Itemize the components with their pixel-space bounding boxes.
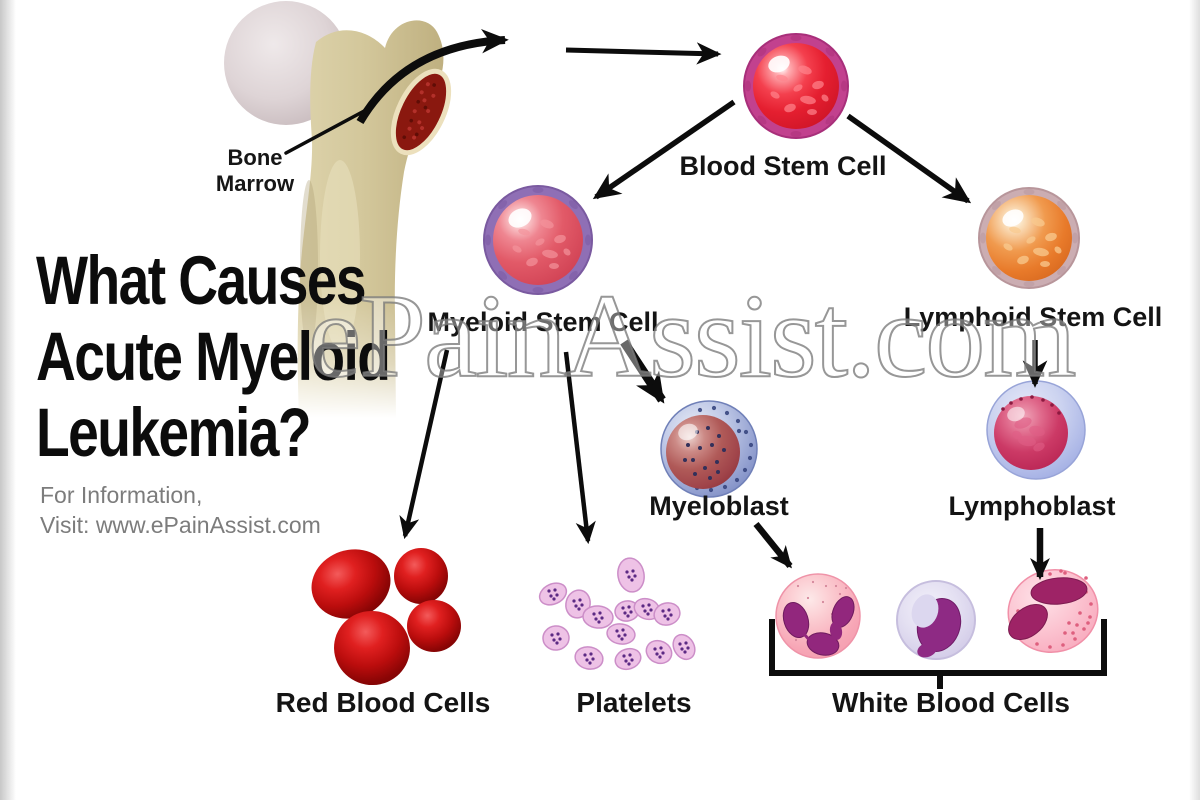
arrow-myeloblast-to-wbc <box>753 521 793 569</box>
bone-shadow <box>300 180 318 350</box>
arrow-myeloid-to-myeloblast <box>620 339 666 404</box>
bone-marrow-window <box>390 68 452 156</box>
lymphoid-stem-cell-label: Lymphoid Stem Cell <box>903 302 1163 332</box>
flow-arrows <box>284 28 1050 581</box>
white-blood-cells-bracket <box>769 619 1107 689</box>
myeloblast-illustration <box>660 400 758 498</box>
info-text: For Information, Visit: www.ePainAssist.… <box>40 480 321 540</box>
info-line-2: Visit: www.ePainAssist.com <box>40 512 321 538</box>
page-title: What Causes Acute Myeloid Leukemia? <box>36 242 391 471</box>
red-blood-cells-illustration <box>311 548 461 686</box>
arrow-marrow-out <box>356 28 509 125</box>
right-edge-shadow <box>1189 0 1200 800</box>
lymphoblast-label: Lymphoblast <box>948 491 1116 521</box>
white-blood-cells-illustration <box>775 569 1099 660</box>
blood-stem-cell-label: Blood Stem Cell <box>679 151 887 181</box>
myeloid-stem-cell-label: Myeloid Stem Cell <box>427 307 659 337</box>
arrow-myeloid-to-rbc <box>399 349 450 540</box>
myeloid-stem-cell-illustration <box>483 185 593 295</box>
red-blood-cells-label: Red Blood Cells <box>275 687 491 718</box>
platelets-illustration <box>538 557 696 671</box>
blood-stem-cell-illustration <box>743 33 849 139</box>
white-blood-cells-label: White Blood Cells <box>832 687 1070 718</box>
bone-highlight <box>320 160 360 350</box>
arrow-to-blood-stem-cell <box>565 42 722 65</box>
info-line-1: For Information, <box>40 482 203 508</box>
myeloblast-label: Myeloblast <box>649 491 789 521</box>
femur-bone-illustration <box>224 1 452 420</box>
title-line-2: Acute Myeloid <box>36 318 391 395</box>
left-edge-shadow <box>0 0 16 800</box>
arrow-myeloid-to-platelets <box>563 351 596 545</box>
arrow-blood-to-myeloid <box>592 99 736 200</box>
bone-marrow-label: Bone Marrow <box>215 145 295 196</box>
arrow-blood-to-lymphoid <box>846 113 972 204</box>
lymphoid-stem-cell-illustration <box>978 187 1080 289</box>
platelets-label: Platelets <box>576 687 692 718</box>
title-line-1: What Causes <box>36 242 367 319</box>
lymphoblast-illustration <box>986 380 1086 480</box>
bone-marrow-pointer-line <box>284 108 368 155</box>
title-line-3: Leukemia? <box>36 394 312 471</box>
